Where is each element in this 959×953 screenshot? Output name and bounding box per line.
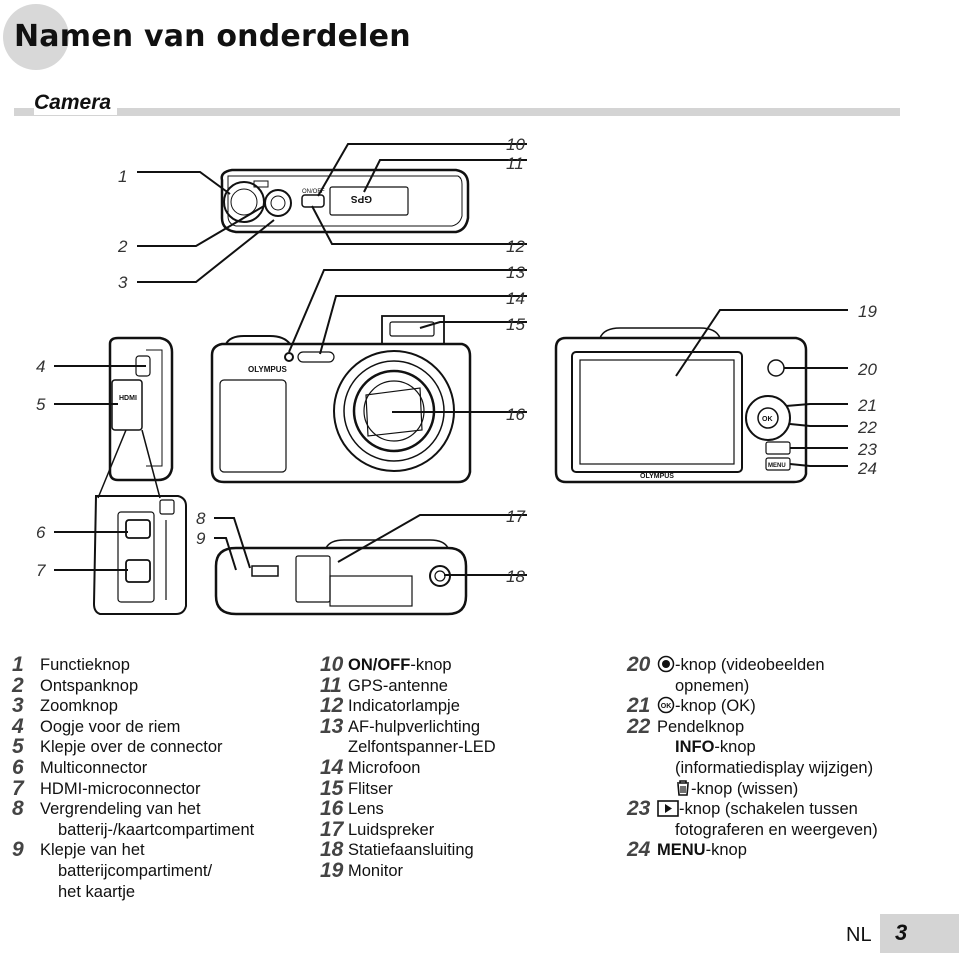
callout-19: 19 (858, 302, 877, 321)
callout-20: 20 (857, 360, 877, 379)
svg-text:OK: OK (661, 703, 672, 710)
hdmi-text: HDMI (119, 395, 137, 402)
footer-page-tab (880, 914, 959, 953)
page-title: Namen van onderdelen (14, 19, 411, 54)
callout-17: 17 (506, 507, 525, 526)
callout-5: 5 (36, 395, 46, 414)
callout-18: 18 (506, 567, 525, 586)
legend-item-continuation: INFO-knop (675, 738, 756, 757)
camera-side-view (97, 336, 174, 499)
connector-detail (92, 495, 187, 615)
back-brand-text: OLYMPUS (640, 473, 674, 480)
page-header: Namen van onderdelen (0, 0, 959, 80)
playback-icon (657, 800, 679, 817)
subtitle-rule (14, 108, 900, 116)
callout-11: 11 (506, 154, 524, 173)
legend-column-3: 20 -knop (videobeelden opnemen) 21 OK-kn… (627, 653, 878, 862)
callout-13: 13 (506, 263, 525, 282)
legend-item: 20 -knop (videobeelden (627, 653, 825, 676)
trash-icon (677, 779, 689, 796)
movie-record-icon (657, 655, 675, 673)
menu-label: MENU (657, 841, 706, 860)
callout-12: 12 (506, 237, 525, 256)
camera-top-view (220, 168, 470, 234)
camera-front-view (210, 315, 472, 484)
camera-bottom-view (214, 539, 468, 616)
callout-23: 23 (857, 440, 877, 459)
legend-item-continuation: batterij-/kaartcompartiment (58, 820, 255, 839)
info-label: INFO (675, 738, 715, 757)
legend-item-continuation: opnemen) (675, 676, 750, 695)
callout-6: 6 (36, 523, 46, 542)
onoff-text: ON/OFF (302, 189, 325, 195)
ok-button-icon: OK (657, 696, 675, 714)
callout-4: 4 (36, 357, 45, 376)
legend-item-continuation: fotograferen en weergeven) (675, 820, 878, 839)
ok-text: OK (762, 416, 773, 423)
camera-back-view (554, 327, 808, 484)
callout-24: 24 (857, 459, 877, 478)
legend-item-continuation: Zelfontspanner-LED (348, 738, 496, 757)
legend-item-continuation: -knop (wissen) (627, 779, 878, 800)
callout-10: 10 (506, 135, 525, 154)
page-number: 3 (895, 920, 908, 945)
menu-text: MENU (768, 463, 786, 469)
callout-1: 1 (118, 167, 127, 186)
callout-16: 16 (506, 405, 525, 424)
callout-2: 2 (117, 237, 128, 256)
legend-item-continuation: (informatiedisplay wijzigen) (675, 758, 874, 777)
legend-item-continuation: batterijcompartiment/ (58, 861, 213, 880)
callout-14: 14 (506, 289, 525, 308)
legend-item: 21 OK-knop (OK) (627, 694, 756, 718)
gps-text: GPS (351, 193, 372, 204)
language-code: NL (846, 924, 872, 946)
callout-8: 8 (196, 509, 206, 528)
callout-leaders (54, 143, 848, 576)
onoff-label: ON/OFF (348, 656, 411, 674)
legend-item: 23 -knop (schakelen tussen (627, 797, 858, 821)
title-decoration (3, 4, 69, 70)
callout-9: 9 (196, 529, 206, 548)
front-brand-text: OLYMPUS (248, 365, 287, 374)
camera-diagram: OLYMPUS OLYMPUS GPS ON/OFF MENU OK HDMI … (36, 135, 877, 616)
callout-22: 22 (857, 418, 877, 437)
legend-item-continuation: het kaartje (58, 882, 136, 901)
callout-21: 21 (857, 396, 877, 415)
callout-15: 15 (506, 315, 525, 334)
callout-7: 7 (36, 561, 46, 580)
section-subtitle: Camera (34, 91, 118, 115)
callout-3: 3 (118, 273, 128, 292)
